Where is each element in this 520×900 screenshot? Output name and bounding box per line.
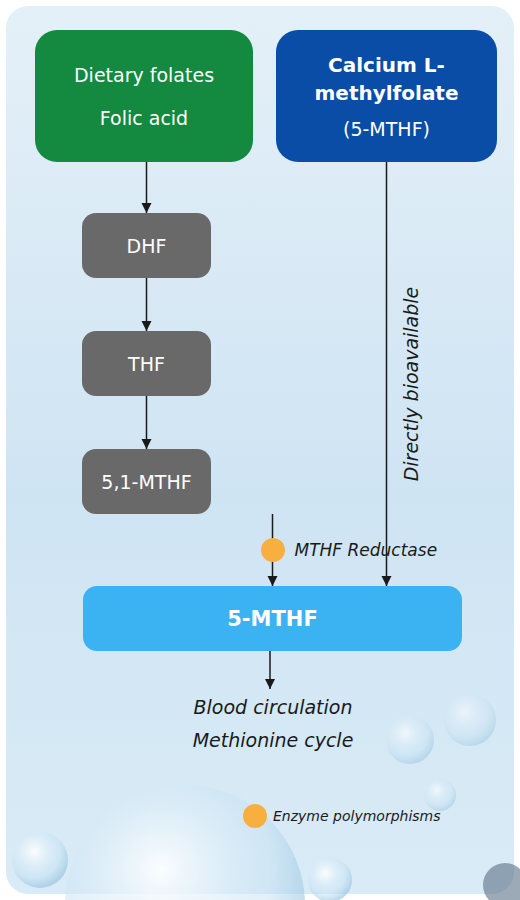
node-text: THF bbox=[128, 353, 165, 375]
process-box: 5,1-MTHF bbox=[82, 449, 211, 514]
flow-arrow bbox=[386, 162, 388, 586]
supplement-box: Calcium L-methylfolate (5-MTHF) bbox=[276, 30, 497, 162]
enzyme-dot bbox=[261, 538, 285, 562]
legend-text: Enzyme polymorphisms bbox=[273, 808, 441, 824]
flow-arrow bbox=[146, 396, 148, 449]
node-text: 5,1-MTHF bbox=[101, 471, 191, 493]
edge-label: MTHF Reductase bbox=[261, 538, 438, 562]
output-arrow bbox=[269, 651, 271, 689]
legend-row: Enzyme polymorphisms bbox=[243, 804, 441, 828]
node-text: DHF bbox=[127, 235, 167, 257]
bubble-decoration bbox=[12, 694, 520, 900]
node-text: 5-MTHF bbox=[227, 607, 317, 631]
edge-label-text: MTHF Reductase bbox=[295, 540, 438, 560]
flow-arrow bbox=[146, 278, 148, 331]
flow-arrow bbox=[146, 162, 148, 213]
node-text: (5-MTHF) bbox=[343, 117, 430, 141]
panel-background bbox=[6, 6, 514, 894]
outcome-label: Blood circulation bbox=[193, 696, 352, 718]
result-box: 5-MTHF bbox=[83, 586, 462, 651]
node-text: Folic acid bbox=[100, 106, 188, 130]
node-text: Dietary folates bbox=[74, 63, 214, 87]
process-box: DHF bbox=[82, 213, 211, 278]
edge-label: Directly bioavailable bbox=[400, 287, 422, 482]
process-box: THF bbox=[82, 331, 211, 396]
node-text: Calcium L-methylfolate bbox=[299, 51, 474, 107]
legend-swatch bbox=[243, 804, 267, 828]
edge-label-text: Directly bioavailable bbox=[400, 287, 422, 482]
source-box: Dietary folatesFolic acid bbox=[35, 30, 253, 162]
outcome-label: Methionine cycle bbox=[193, 729, 354, 751]
